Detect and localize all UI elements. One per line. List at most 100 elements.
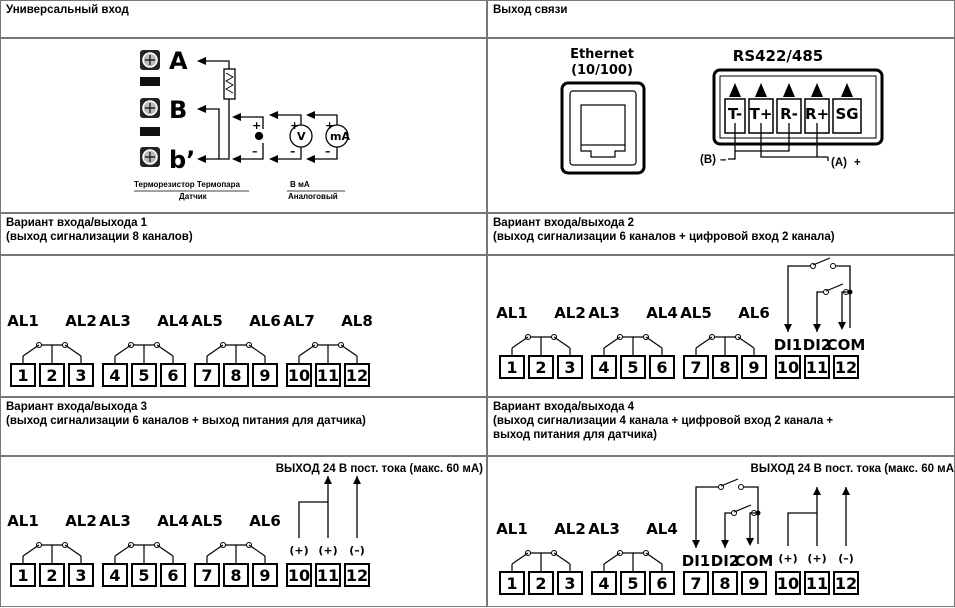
variant3-subtitle: (выход сигнализации 6 каналов + выход пи… <box>6 415 366 427</box>
screw-terminal-b-icon <box>140 98 160 118</box>
terminal-box <box>68 563 94 587</box>
terminal-number: 5 <box>627 574 638 593</box>
input-arrowheads <box>197 57 315 163</box>
relay-switch-blade <box>64 344 82 357</box>
terminal-number: 1 <box>506 358 517 377</box>
screw-terminal-a-icon <box>140 50 160 70</box>
relay-wire <box>695 337 755 356</box>
di2-wire <box>816 291 823 332</box>
relay-wire <box>603 337 663 356</box>
relay-wire <box>206 345 266 364</box>
relay-wire <box>603 553 663 572</box>
terminal-box <box>315 363 341 387</box>
terminal-number: 6 <box>656 358 667 377</box>
di1-switch <box>812 257 831 266</box>
variant4-title: Вариант входа/выхода 4 <box>493 401 635 413</box>
relay-switch-blade <box>603 552 621 565</box>
minus-sign: – <box>325 145 331 158</box>
terminal-box <box>557 571 583 595</box>
terminal-number: 2 <box>535 358 546 377</box>
alarm-label: AL8 <box>341 312 373 330</box>
terminal-box <box>252 363 278 387</box>
power-minus-arrow <box>842 487 850 495</box>
terminal-box <box>10 563 36 587</box>
rs485-connector <box>712 68 884 146</box>
relay-wire <box>114 545 174 564</box>
power-plus-label: (+) <box>318 544 337 557</box>
terminal-number: 12 <box>346 566 368 585</box>
alarm-label: AL1 <box>7 312 39 330</box>
di2-label: DI2 <box>711 552 739 570</box>
power-plus-arrow <box>813 487 821 495</box>
di1-contact <box>830 263 836 269</box>
pin-sg: SG <box>835 105 858 123</box>
ammeter-symbol: mA <box>330 130 350 143</box>
relay-wire <box>22 545 82 564</box>
comm-output-panel: Ethernet (10/100) RS422/485 T- T+ <box>487 38 955 213</box>
relay-switch-blade <box>64 544 82 557</box>
relay-switch-blade <box>298 344 316 357</box>
relay-wire <box>298 345 358 364</box>
terminal-number: 12 <box>346 366 368 385</box>
alarm-label: AL2 <box>65 512 97 530</box>
terminal-box <box>528 355 554 379</box>
di1-label: DI1 <box>682 552 710 570</box>
screw-terminal-b2-icon <box>140 147 160 167</box>
power-plus-wire <box>787 487 818 546</box>
label-b-minus: – <box>720 154 727 166</box>
terminal-number: 6 <box>167 366 178 385</box>
terminal-box <box>160 363 186 387</box>
terminal-number: 1 <box>17 566 28 585</box>
relay-switch-blade <box>206 344 224 357</box>
terminal-number: 8 <box>230 566 241 585</box>
terminal-box <box>131 363 157 387</box>
alarm-label: AL5 <box>680 304 712 322</box>
power-minus-label: (–) <box>838 552 854 565</box>
terminal-box <box>194 363 220 387</box>
terminal-box <box>620 355 646 379</box>
terminal-box <box>223 363 249 387</box>
relay-switch-blade <box>553 552 571 565</box>
relay-switch-blade <box>645 552 663 565</box>
terminal-box <box>591 571 617 595</box>
terminal-number: 5 <box>627 358 638 377</box>
terminal-number: 11 <box>317 366 339 385</box>
terminal-number: 2 <box>46 366 57 385</box>
terminal-number: 4 <box>109 566 120 585</box>
terminal-number: 5 <box>138 366 149 385</box>
relay-wire <box>511 337 571 356</box>
plus-sign: + <box>252 119 261 132</box>
relay-switch-blade <box>248 344 266 357</box>
di1-wire <box>787 265 810 332</box>
power-plus-label: (+) <box>778 552 797 565</box>
terminal-box <box>344 563 370 587</box>
pin-r-plus: R+ <box>805 105 829 123</box>
terminal-number: 8 <box>719 574 730 593</box>
variant2-header: Вариант входа/выхода 2 (выход сигнализац… <box>487 213 955 255</box>
di2-arrow <box>813 324 821 332</box>
terminal-box <box>775 571 801 595</box>
relay-wire <box>22 345 82 364</box>
terminal-number: 4 <box>598 358 609 377</box>
terminal-b-label: B <box>169 96 187 124</box>
terminal-a-label: A <box>169 47 188 75</box>
power-output-title: ВЫХОД 24 В пост. тока (макс. 60 мА) <box>276 463 483 475</box>
alarm-label: AL5 <box>191 512 223 530</box>
comm-output-header: Выход связи <box>487 0 955 38</box>
com-label: COM <box>827 336 866 354</box>
terminal-box <box>833 355 859 379</box>
variant2-title: Вариант входа/выхода 2 <box>493 217 635 229</box>
terminal-number: 7 <box>690 574 701 593</box>
power-plus-label: (+) <box>807 552 826 565</box>
terminal-number: 1 <box>506 574 517 593</box>
terminal-box <box>712 571 738 595</box>
terminal-number: 2 <box>46 566 57 585</box>
plus-sign: + <box>290 119 299 132</box>
power-output-title: ВЫХОД 24 В пост. тока (макс. 60 мА <box>751 463 954 475</box>
relay-switch-blade <box>603 336 621 349</box>
power-minus-arrow <box>353 476 361 484</box>
di2-switch <box>733 504 752 513</box>
terminal-number: 3 <box>564 574 575 593</box>
terminal-box <box>223 563 249 587</box>
